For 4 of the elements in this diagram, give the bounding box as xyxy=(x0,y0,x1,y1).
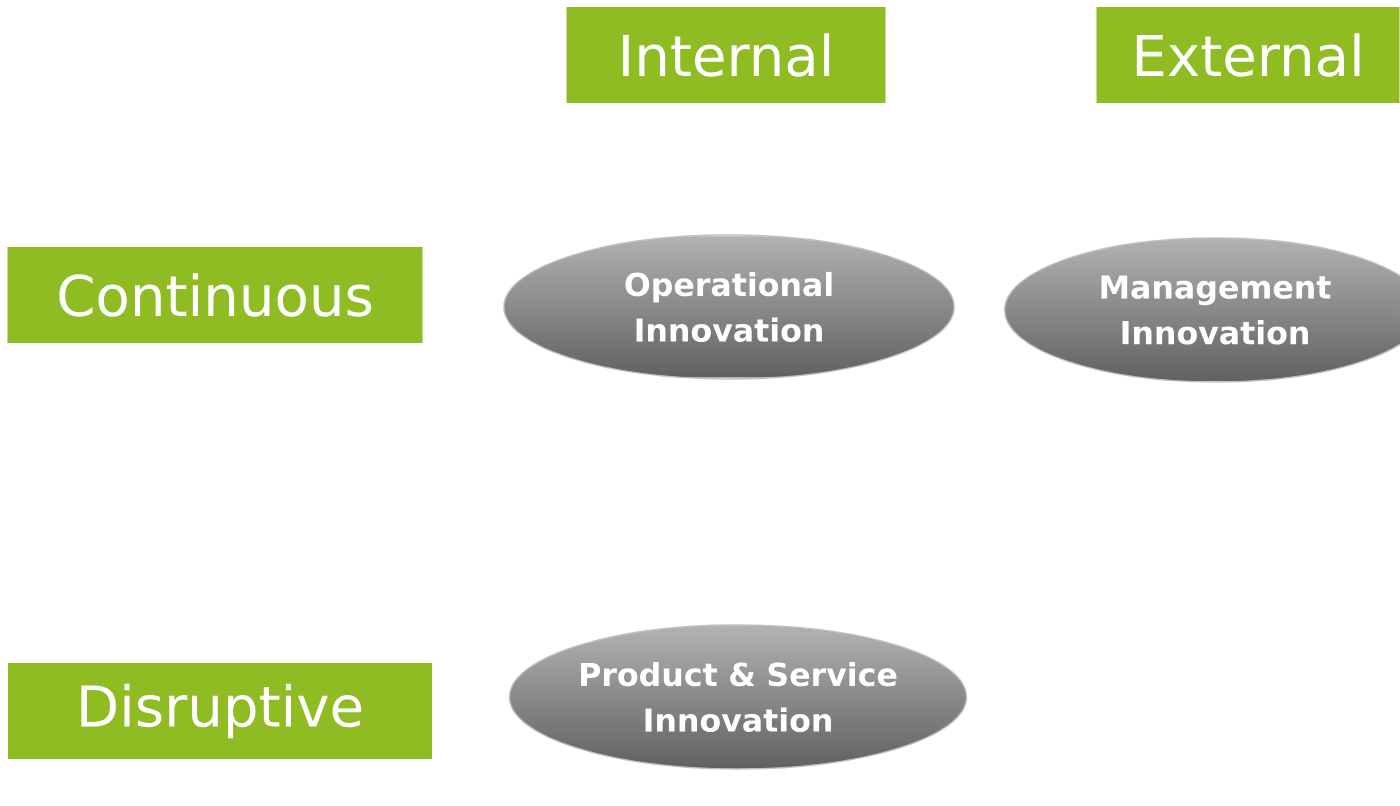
header-box: External xyxy=(1096,7,1400,103)
header-box: Continuous xyxy=(7,247,423,343)
header-box: Disruptive xyxy=(8,663,432,759)
header-box: Internal xyxy=(566,7,886,103)
